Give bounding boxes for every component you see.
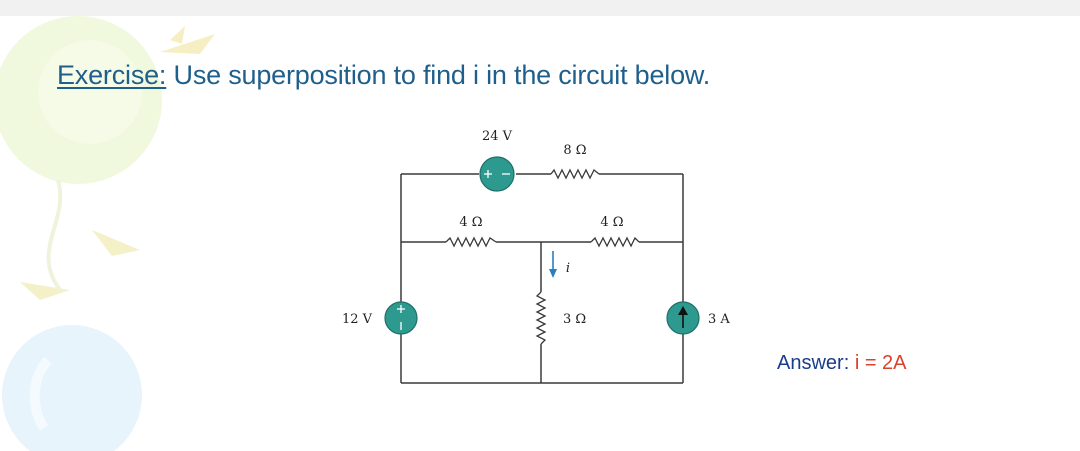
answer-value: i = 2A xyxy=(854,352,907,374)
yellow-balloon-highlight xyxy=(38,40,142,144)
blue-balloon-highlight xyxy=(29,356,52,431)
answer-line: Answer: i = 2A xyxy=(777,352,907,375)
label-24v: 24 V xyxy=(482,129,513,144)
label-12v: 12 V xyxy=(342,312,373,327)
label-4-ohm-left: 4 Ω xyxy=(459,215,482,230)
resistor-4-ohm-right xyxy=(590,236,640,248)
label-current-i: i xyxy=(566,261,570,276)
label-4-ohm-right: 4 Ω xyxy=(600,215,623,230)
label-8-ohm: 8 Ω xyxy=(563,143,586,158)
resistor-3-ohm xyxy=(535,291,547,345)
exercise-heading: Exercise: Use superposition to find i in… xyxy=(57,60,710,91)
decor-ray xyxy=(170,26,185,44)
current-source-3a xyxy=(666,301,700,335)
answer-label: Answer: xyxy=(777,352,855,374)
top-bar xyxy=(0,0,1080,16)
label-3a: 3 A xyxy=(708,312,730,327)
voltage-source-12v xyxy=(384,301,418,335)
decor-ray xyxy=(160,34,215,54)
resistor-4-ohm-left xyxy=(445,236,497,248)
resistor-8-ohm xyxy=(550,168,600,180)
circuit-wires xyxy=(400,173,684,384)
decor-ray xyxy=(20,282,70,300)
label-3-ohm: 3 Ω xyxy=(563,312,586,327)
voltage-source-24v xyxy=(479,156,515,192)
exercise-label: Exercise: xyxy=(57,60,167,90)
current-arrow-icon xyxy=(549,251,557,278)
decor-ray xyxy=(92,230,140,256)
background-decoration xyxy=(0,16,215,451)
exercise-text: Use superposition to find i in the circu… xyxy=(166,60,711,90)
balloon-string xyxy=(46,179,63,292)
